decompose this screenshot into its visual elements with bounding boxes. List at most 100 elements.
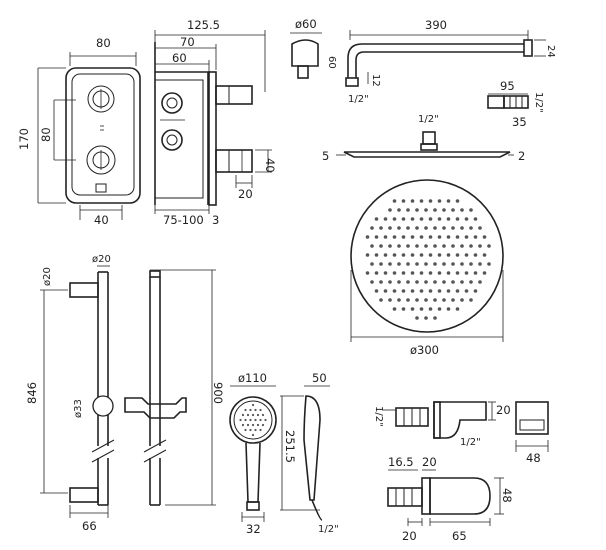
- spray-hole: [469, 208, 473, 212]
- arm-length-label: 390: [425, 18, 447, 32]
- arm-height-label: 24: [545, 45, 556, 58]
- spray-hole: [446, 253, 451, 257]
- spray-hole: [419, 199, 424, 203]
- handset-depth-label: 50: [312, 371, 327, 385]
- spray-hole: [370, 262, 374, 266]
- spray-hole: [388, 280, 392, 284]
- outlet-height-label: 40: [263, 158, 277, 173]
- arm-offset-label: 12: [370, 74, 381, 87]
- spray-hole: [406, 280, 410, 284]
- arm-drop-label: 60: [326, 56, 337, 69]
- spray-hole: [446, 199, 451, 203]
- spray-hole: [428, 289, 433, 293]
- spray-hole: [244, 408, 247, 412]
- spray-hole: [415, 226, 419, 230]
- spray-hole: [464, 217, 469, 221]
- spray-hole: [455, 199, 460, 203]
- spray-hole: [410, 217, 415, 221]
- spray-hole: [383, 253, 388, 257]
- valve-front-view: 80 170 80 40: [17, 36, 141, 227]
- spray-hole: [437, 235, 442, 239]
- spray-hole: [419, 307, 424, 311]
- spray-hole: [446, 217, 451, 221]
- spray-hole: [392, 289, 397, 293]
- spray-hole: [401, 217, 406, 221]
- spray-hole: [455, 289, 460, 293]
- spray-hole: [415, 244, 419, 248]
- slide-rail-side: 900: [124, 269, 225, 506]
- spray-hole: [424, 280, 428, 284]
- spray-hole: [482, 271, 487, 275]
- spray-hole: [442, 280, 446, 284]
- spray-hole: [473, 289, 478, 293]
- spray-hole: [460, 208, 464, 212]
- spray-hole: [428, 253, 433, 257]
- valve-side-view: 125.5 70 60 40 20 75-100 3: [154, 18, 277, 227]
- spray-hole: [254, 408, 257, 412]
- spray-hole: [256, 413, 260, 417]
- spray-hole: [442, 208, 446, 212]
- spray-hole: [469, 262, 473, 266]
- spray-hole: [374, 271, 379, 275]
- spray-hole: [455, 217, 460, 221]
- spray-hole: [460, 280, 464, 284]
- spray-hole: [397, 226, 401, 230]
- spray-hole: [473, 253, 478, 257]
- spray-hole: [383, 271, 388, 275]
- spray-hole: [424, 262, 428, 266]
- spray-hole: [433, 262, 437, 266]
- spray-hole: [388, 208, 392, 212]
- spray-hole: [446, 235, 451, 239]
- spray-hole: [392, 307, 397, 311]
- spray-hole: [254, 418, 257, 422]
- spray-hole: [419, 217, 424, 221]
- spray-hole: [469, 280, 473, 284]
- spray-hole: [379, 298, 383, 302]
- spray-hole: [261, 423, 265, 427]
- handset-dia-label: ø110: [238, 371, 267, 385]
- spray-hole: [251, 403, 255, 407]
- spray-hole: [244, 428, 247, 432]
- head-right-edge-label: 2: [518, 149, 525, 163]
- spray-hole: [428, 235, 433, 239]
- spray-hole: [469, 298, 473, 302]
- valve-plate-label: 3: [212, 213, 219, 227]
- spray-hole: [442, 244, 446, 248]
- spray-hole: [433, 208, 437, 212]
- spray-hole: [410, 235, 415, 239]
- spray-hole: [478, 244, 482, 248]
- spray-hole: [388, 298, 392, 302]
- spray-hole-pattern: [365, 199, 491, 320]
- spray-hole: [415, 262, 419, 266]
- slide-rail: ø20 ø20 846 ø33 66: [25, 254, 115, 533]
- spray-hole: [392, 253, 397, 257]
- spray-hole: [437, 217, 442, 221]
- spray-hole: [415, 208, 419, 212]
- spray-hole: [428, 199, 433, 203]
- wall-outlet-dia-label: ø60: [295, 17, 317, 31]
- elbow-c-label: 20: [402, 529, 417, 543]
- spray-hole: [241, 413, 245, 417]
- spray-hole: [246, 423, 250, 427]
- elbow-d-label: 65: [452, 529, 467, 543]
- rail-dia-top-label: ø20: [92, 254, 111, 265]
- rail-base-label: 66: [82, 519, 97, 533]
- spray-hole: [249, 428, 252, 432]
- spray-hole: [464, 253, 469, 257]
- spray-hole: [365, 253, 370, 257]
- spray-hole: [482, 235, 487, 239]
- spray-hole: [374, 235, 379, 239]
- spray-hole: [388, 262, 392, 266]
- spray-hole: [401, 235, 406, 239]
- spray-hole: [406, 208, 410, 212]
- arm-bracket: 95 1/2" 35: [487, 79, 544, 129]
- spray-hole: [249, 408, 252, 412]
- elbow-height-label: 20: [496, 403, 511, 417]
- spray-hole: [460, 298, 464, 302]
- spray-hole: [415, 280, 419, 284]
- spray-hole: [410, 253, 415, 257]
- spray-hole: [455, 235, 460, 239]
- valve-base-label: 40: [94, 213, 109, 227]
- spray-hole: [478, 226, 482, 230]
- spray-hole: [451, 208, 455, 212]
